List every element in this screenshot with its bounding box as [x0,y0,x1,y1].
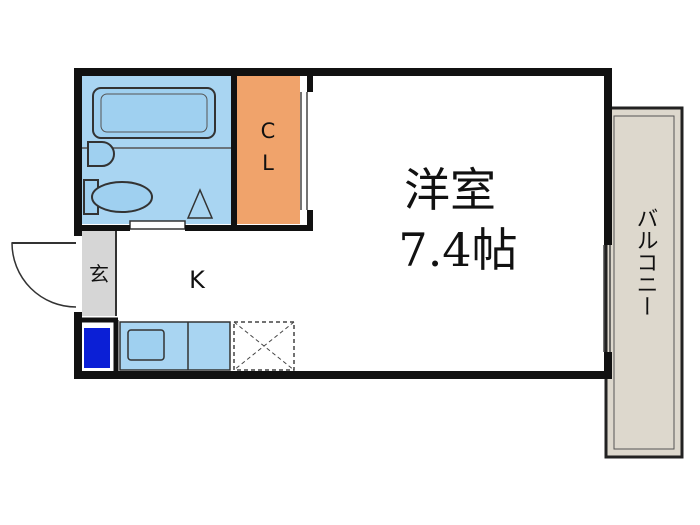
western-room-size: 7.4帖 [398,223,517,277]
fridge-space-cross-b [233,321,295,371]
kitchen-label: K [189,266,206,294]
bathtub-inner [100,93,208,133]
entrance-area [82,230,116,316]
balcony-inner-border [613,115,675,450]
closet-label-c: C [261,119,276,143]
bathroom-door-swing [186,188,214,219]
closet-area [236,76,300,224]
closet-label-l: L [262,151,274,175]
balcony-area [604,106,684,459]
toilet-bowl [91,181,153,213]
bathroom-door-opening [129,220,186,230]
sink [87,141,115,167]
entrance-label: 玄 [89,262,109,286]
bathtub [92,87,216,139]
entry-door-swing [11,242,77,308]
balcony-label: バルコニー [633,207,658,317]
storage-box [84,328,110,368]
kitchen-sink [127,329,165,361]
western-room-name: 洋室 [404,163,496,217]
